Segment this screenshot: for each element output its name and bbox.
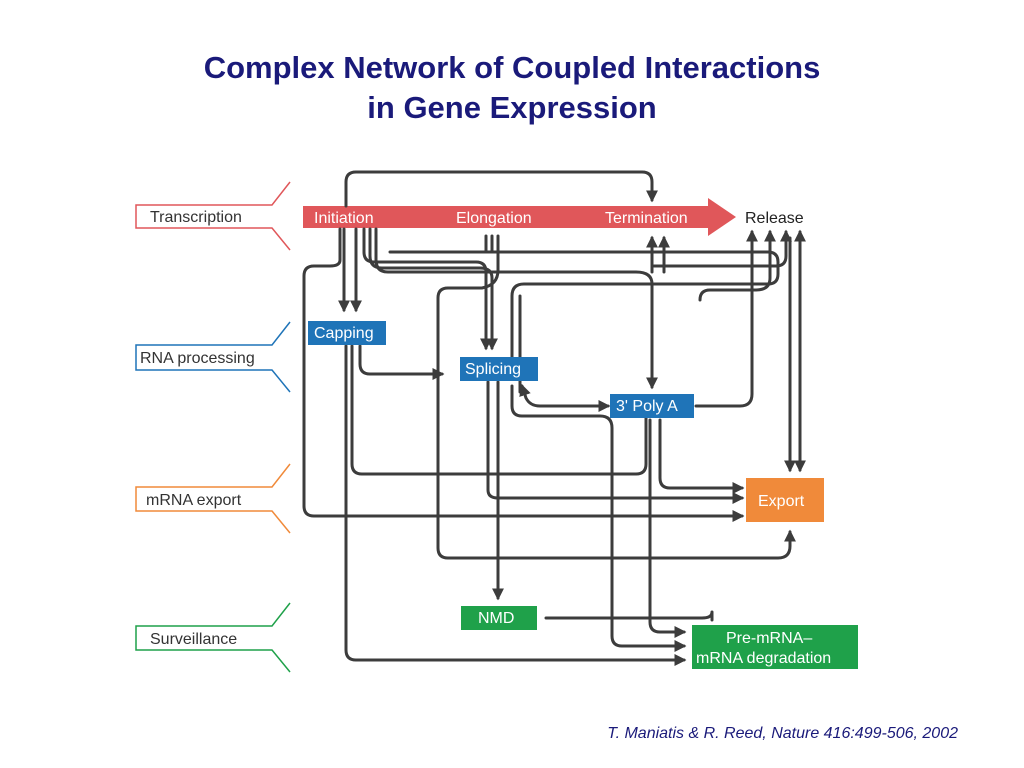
category-surveillance: Surveillance [150, 631, 237, 648]
category-transcription: Transcription [150, 209, 242, 226]
poly-a-box [610, 394, 694, 418]
nmd-label: NMD [478, 610, 514, 627]
degradation-box [692, 625, 858, 669]
splicing-label: Splicing [465, 361, 521, 378]
splicing-box [460, 357, 538, 381]
degradation-label-1: Pre-mRNA– [726, 630, 812, 647]
export-label: Export [758, 493, 805, 510]
category-mrna-export: mRNA export [146, 492, 242, 509]
title-line-2: in Gene Expression [367, 90, 657, 125]
degradation-label-2: mRNA degradation [696, 650, 831, 667]
citation: T. Maniatis & R. Reed, Nature 416:499-50… [607, 725, 958, 742]
bar-label-elongation: Elongation [456, 210, 532, 227]
rna-processing-bracket [135, 321, 291, 393]
release-label: Release [745, 210, 804, 227]
transcription-arrow-bar [303, 198, 736, 236]
capping-box [308, 321, 386, 345]
mrna-export-bracket [135, 463, 291, 534]
export-box [746, 478, 824, 522]
connection-lines [302, 170, 806, 666]
transcription-bracket [135, 181, 291, 251]
title-line-1: Complex Network of Coupled Interactions [203, 50, 821, 85]
poly-a-label: 3' Poly A [616, 398, 678, 415]
bar-label-initiation: Initiation [314, 210, 374, 227]
capping-label: Capping [314, 325, 374, 342]
surveillance-bracket [135, 602, 291, 673]
bar-label-termination: Termination [605, 210, 688, 227]
nmd-box [461, 606, 537, 630]
category-rna-processing: RNA processing [140, 350, 255, 367]
